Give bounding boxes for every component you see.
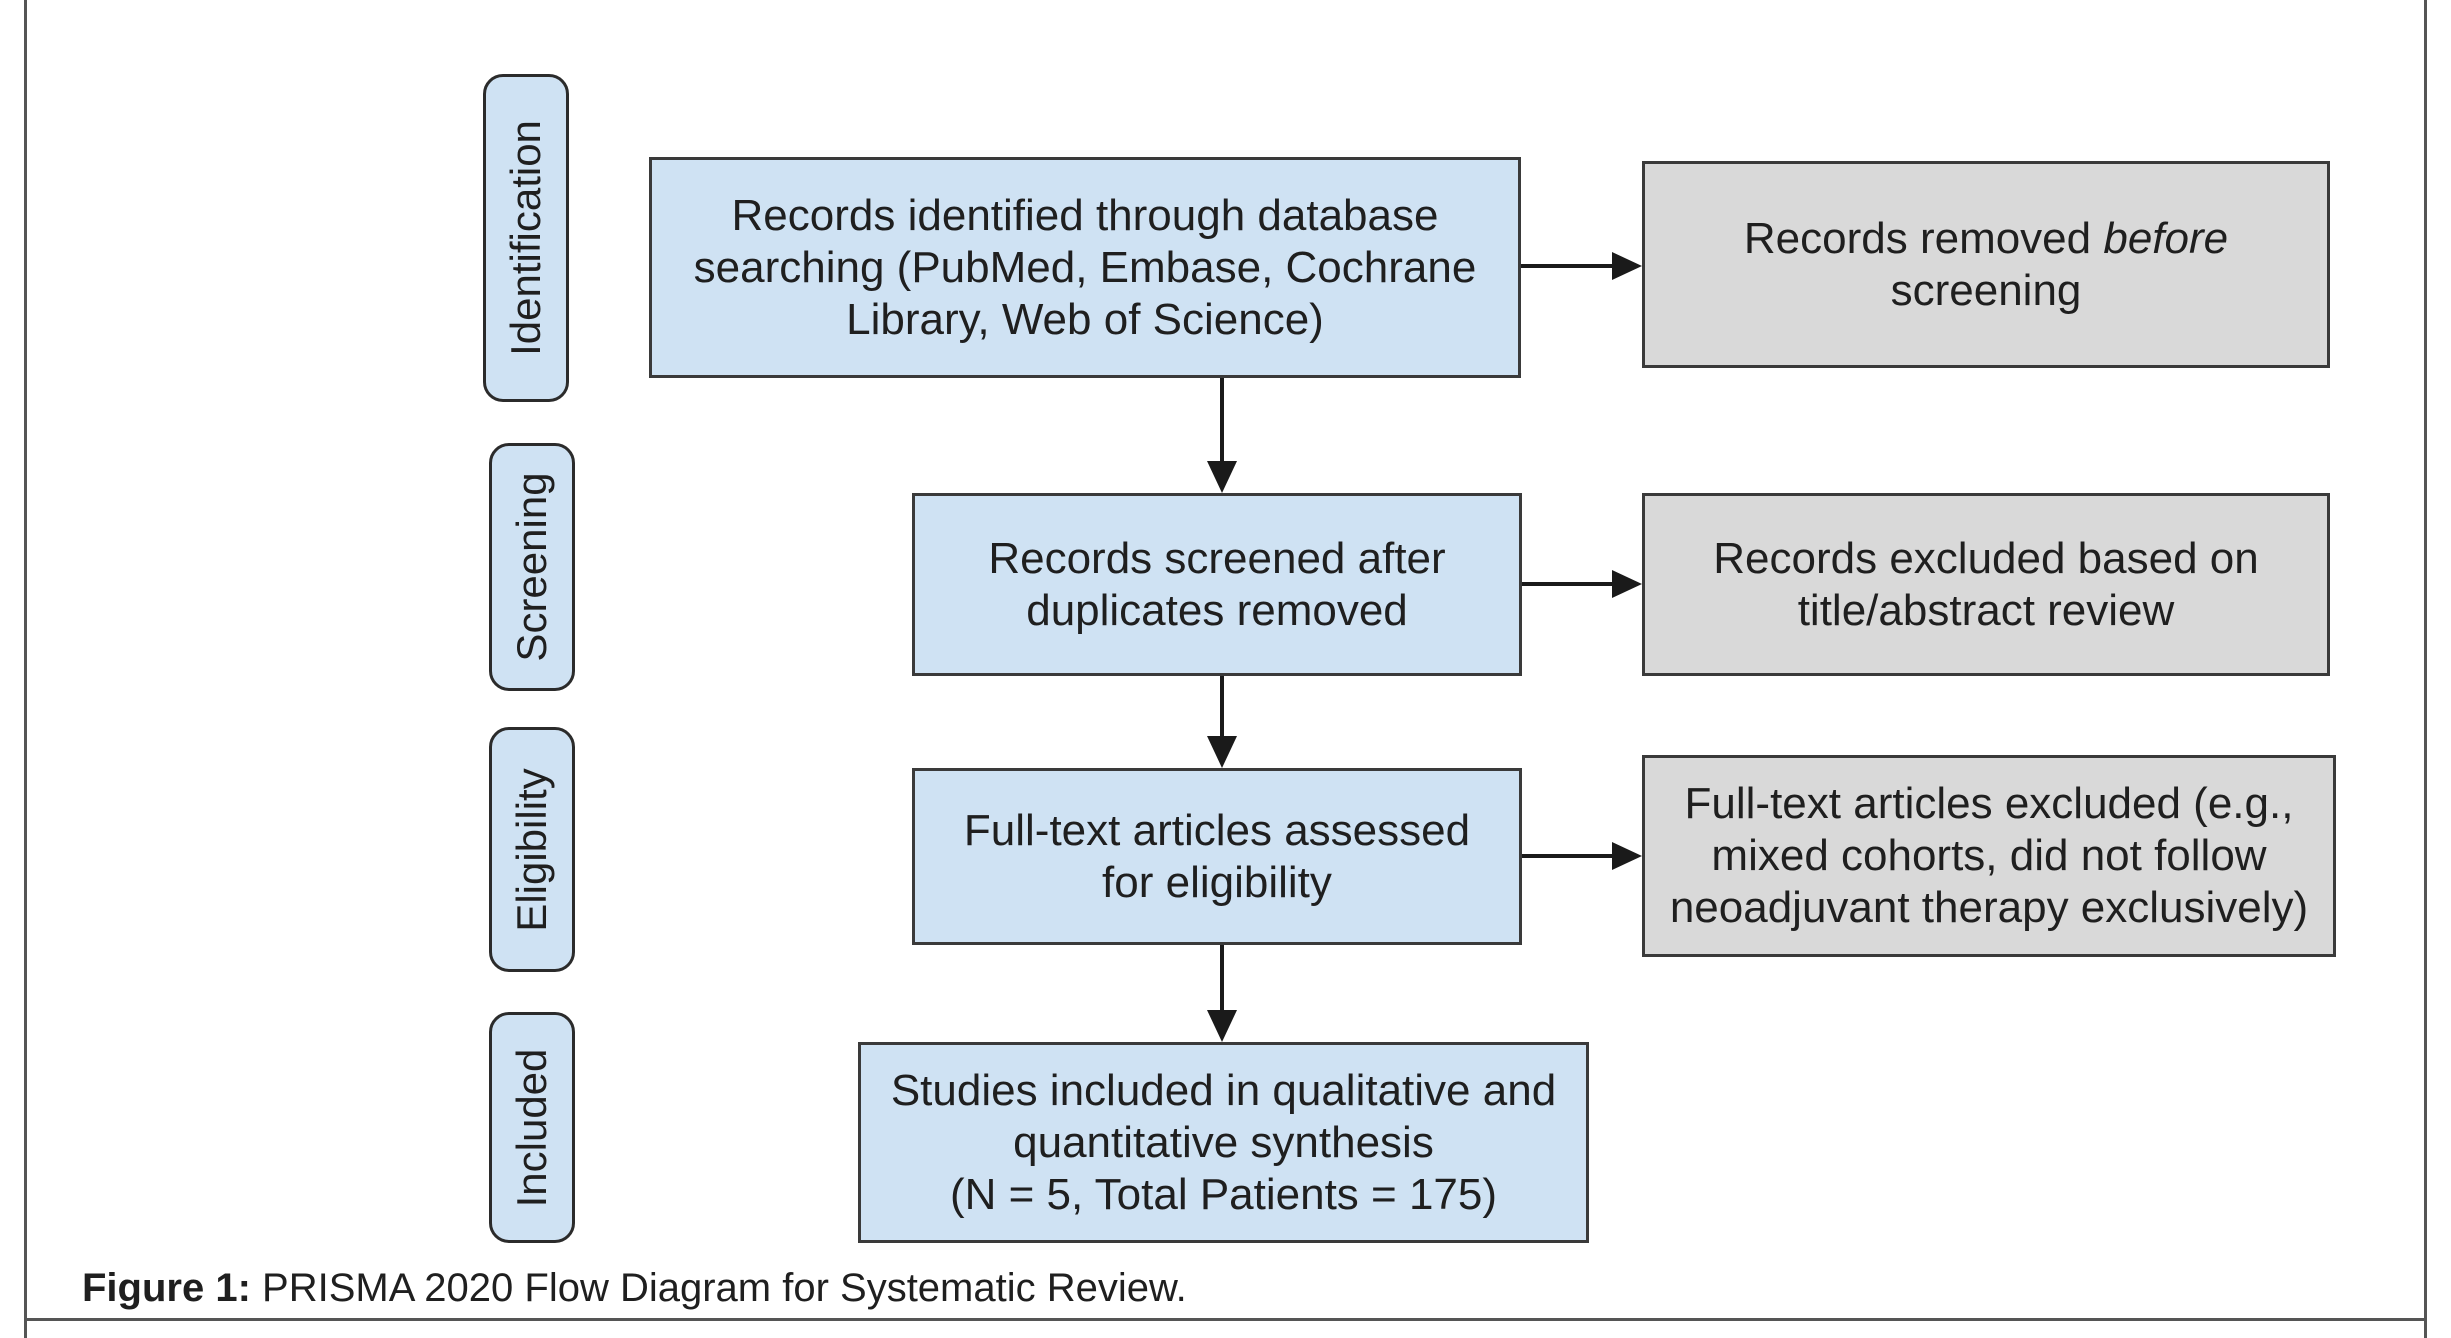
records-excluded-title-box: Records excluded based on title/abstract… [1642,493,2330,676]
fulltext-excluded-box: Full-text articles excluded (e.g., mixed… [1642,755,2336,957]
records-removed-before-box: Records removed before screening [1642,161,2330,368]
arrowhead-screened-to-fulltext [1207,736,1237,768]
studies-included-line-3: (N = 5, Total Patients = 175) [949,1169,1498,1219]
studies-included-box: Studies included in qualitative and quan… [858,1042,1589,1243]
figure-caption-label: Figure 1: [82,1266,251,1310]
arrowhead-fulltext-to-excluded [1612,842,1642,870]
studies-included-text: Studies included in qualitative and quan… [871,1065,1576,1221]
frame-right-border [2424,0,2427,1338]
records-identified-box: Records identified through database sear… [649,157,1521,378]
records-screened-line-1: Records screened after [988,533,1446,583]
records-screened-text: Records screened after duplicates remove… [968,533,1465,637]
fulltext-assessed-text: Full-text articles assessed for eligibil… [944,805,1490,909]
fulltext-assessed-box: Full-text articles assessed for eligibil… [912,768,1522,945]
records-excluded-title-line-1: Records excluded based on [1713,533,2259,583]
records-identified-text: Records identified through database sear… [674,190,1497,346]
arrowhead-identified-to-screened [1207,461,1237,493]
fulltext-assessed-line-2: for eligibility [1102,857,1332,907]
records-excluded-title-line-2: title/abstract review [1797,585,2175,635]
stage-included: Included [489,1012,575,1243]
fulltext-excluded-line-1: Full-text articles excluded (e.g., [1684,779,2294,828]
fulltext-assessed-line-1: Full-text articles assessed [963,805,1471,855]
fulltext-excluded-text: Full-text articles excluded (e.g., mixed… [1650,778,2328,934]
fulltext-excluded-line-3: neoadjuvant therapy exclusively) [1669,883,2309,932]
records-screened-line-2: duplicates removed [1026,585,1408,635]
frame-left-border [24,0,27,1338]
studies-included-line-1: Studies included in qualitative and [890,1065,1557,1115]
figure-caption: Figure 1: PRISMA 2020 Flow Diagram for S… [82,1266,1187,1311]
arrowhead-fulltext-to-included [1207,1010,1237,1042]
arrowhead-screened-to-excluded [1612,570,1642,598]
records-identified-line-2: searching (PubMed, Embase, Cochrane [693,242,1477,292]
stage-screening: Screening [489,443,575,691]
stage-identification: Identification [483,74,569,402]
stage-eligibility: Eligibility [489,727,575,972]
records-screened-box: Records screened after duplicates remove… [912,493,1522,676]
records-identified-line-3: Library, Web of Science) [846,294,1324,344]
records-removed-before-line-2: screening [1890,265,2082,315]
studies-included-line-2: quantitative synthesis [1013,1117,1434,1167]
arrowhead-identified-to-removed [1612,252,1642,280]
records-removed-before-emphasis: before [2103,213,2229,263]
fulltext-excluded-line-2: mixed cohorts, did not follow [1711,831,2267,880]
frame-bottom-border [24,1318,2427,1321]
records-removed-before-text: Records removed before screening [1724,213,2248,317]
records-identified-line-1: Records identified through database [731,190,1439,240]
records-excluded-title-text: Records excluded based on title/abstract… [1693,533,2278,637]
records-removed-before-line-1: Records removed [1743,213,2104,263]
figure-caption-text: PRISMA 2020 Flow Diagram for Systematic … [250,1266,1187,1310]
